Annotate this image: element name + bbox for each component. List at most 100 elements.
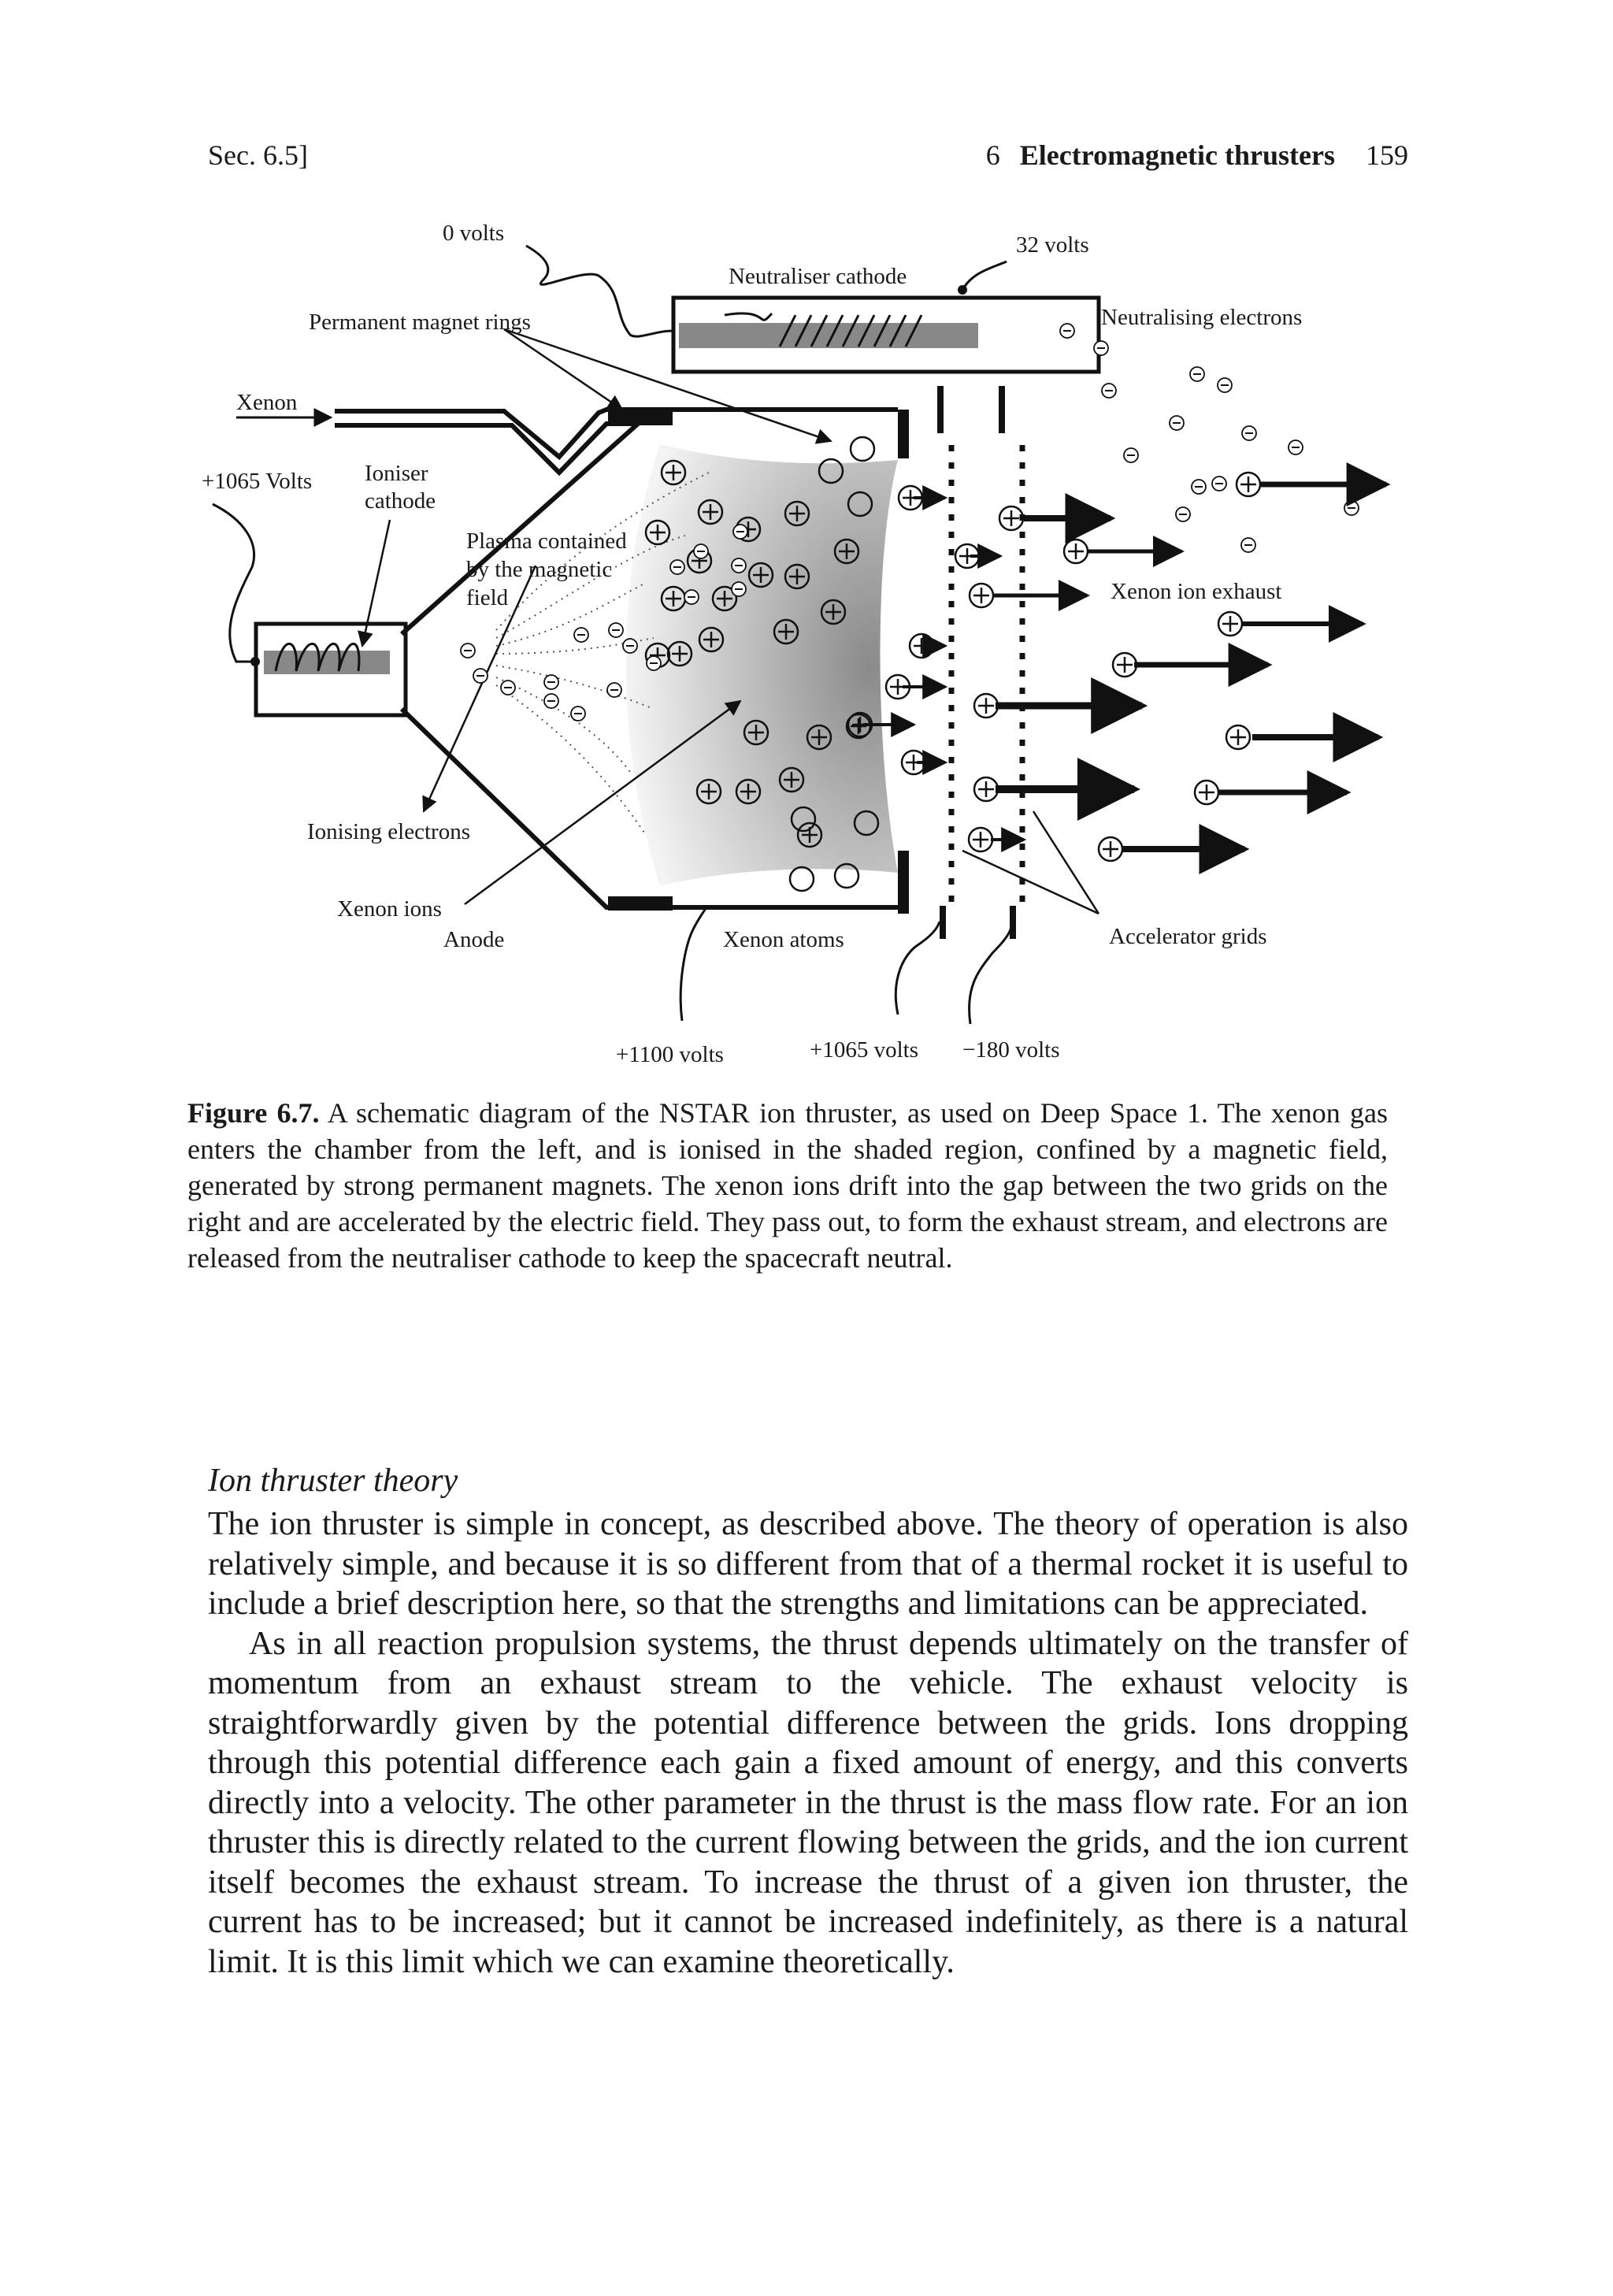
xenon-ion — [1097, 836, 1124, 862]
xenon-ion — [695, 778, 722, 805]
xenon-atom — [833, 862, 860, 889]
xenon-ion — [1111, 651, 1138, 678]
electron — [684, 589, 699, 605]
chapter-title: Electromagnetic thrusters — [1019, 139, 1335, 171]
electron — [460, 643, 476, 658]
xenon-atom — [788, 866, 815, 892]
xenon-ion — [820, 599, 847, 625]
magnet-ring-bottom — [608, 896, 673, 911]
xenon-ion — [660, 459, 687, 486]
electron — [693, 543, 709, 559]
electron — [1169, 415, 1185, 431]
paragraph-2: As in all reaction propulsion systems, t… — [208, 1625, 1408, 1980]
xenon-ion — [1217, 610, 1244, 637]
electron — [606, 682, 622, 698]
electron — [1123, 447, 1139, 463]
electron — [731, 581, 747, 597]
xenon-ion — [784, 500, 810, 527]
electron — [543, 674, 559, 690]
electron — [732, 524, 748, 540]
page-number: 159 — [1366, 139, 1408, 171]
particles — [460, 323, 1391, 892]
electron — [570, 706, 586, 721]
xenon-ion — [1225, 724, 1251, 751]
anode-plate-bottom — [898, 851, 909, 914]
caption-text: A schematic diagram of the NSTAR ion thr… — [187, 1097, 1388, 1274]
xenon-ion — [1062, 538, 1089, 565]
label-xenon: Xenon — [236, 390, 298, 415]
label-xenon-atoms: Xenon atoms — [723, 927, 844, 952]
xenon-atom — [818, 458, 844, 484]
xenon-ion — [968, 582, 995, 609]
magnet-ring-top — [608, 411, 673, 425]
body-text: The ion thruster is simple in concept, a… — [208, 1504, 1408, 1982]
electron — [669, 559, 685, 575]
xenon-ion — [1193, 779, 1220, 806]
xenon-ion — [967, 826, 994, 853]
xenon-ion — [973, 692, 999, 719]
xenon-ion — [697, 499, 724, 525]
xenon-atom — [790, 806, 817, 833]
xenon-atom — [849, 436, 876, 462]
plasma-region — [625, 444, 898, 886]
xenon-ion — [784, 563, 810, 590]
section-reference: Sec. 6.5] — [208, 139, 308, 171]
xenon-ion — [666, 640, 693, 667]
electron — [1191, 479, 1207, 495]
field-lines — [495, 472, 710, 836]
xenon-ion — [711, 585, 738, 612]
xenon-ion — [833, 538, 860, 565]
paragraph-1: The ion thruster is simple in concept, a… — [208, 1506, 1408, 1622]
electron — [1211, 476, 1227, 491]
electron — [1101, 383, 1117, 399]
accelerator-grids — [937, 386, 1025, 939]
label-ioniser: Ioniser — [365, 461, 428, 486]
header-right: 6 Electromagnetic thrusters 159 — [986, 139, 1408, 172]
electron — [1189, 366, 1205, 382]
label-accelerator-grids: Accelerator grids — [1109, 924, 1266, 949]
electron — [608, 622, 624, 638]
label-plus-1065-volts-bottom: +1065 volts — [810, 1037, 918, 1063]
xenon-ion — [998, 505, 1025, 532]
section-title: Ion thruster theory — [208, 1463, 458, 1499]
electron — [1217, 377, 1233, 393]
electron — [622, 638, 638, 654]
label-neutralising-electrons: Neutralising electrons — [1101, 305, 1302, 330]
caption-label: Figure 6.7. — [187, 1097, 320, 1129]
electron — [473, 668, 488, 684]
electron — [1093, 340, 1109, 356]
figure-caption: Figure 6.7. A schematic diagram of the N… — [187, 1095, 1388, 1276]
electron — [1241, 425, 1257, 441]
electron — [1240, 537, 1256, 553]
anode-plate-top — [898, 410, 909, 458]
xenon-ion — [778, 766, 805, 793]
electron — [500, 680, 516, 695]
label-neutraliser-cathode: Neutraliser cathode — [729, 264, 907, 289]
label-plasma-line3: field — [466, 585, 509, 610]
xenon-ion — [973, 776, 999, 803]
label-minus-180-volts: −180 volts — [962, 1037, 1060, 1063]
label-permanent-magnet-rings: Permanent magnet rings — [309, 310, 531, 335]
xenon-ion — [735, 778, 762, 805]
electron — [1288, 440, 1303, 455]
running-header: Sec. 6.5] 6 Electromagnetic thrusters 15… — [208, 139, 1408, 186]
label-xenon-ions: Xenon ions — [337, 896, 442, 922]
label-cathode: cathode — [365, 488, 436, 514]
xenon-atom — [853, 810, 880, 836]
xenon-ion — [773, 618, 799, 645]
electron — [1059, 323, 1075, 339]
label-32-volts: 32 volts — [1016, 232, 1089, 258]
xenon-atom — [847, 491, 873, 517]
electron — [543, 693, 559, 709]
electron — [573, 627, 589, 643]
label-plasma-line1: Plasma contained — [466, 529, 627, 554]
label-anode: Anode — [443, 927, 504, 952]
electron — [1344, 500, 1359, 516]
ion-thruster-diagram: 0 volts Neutraliser cathode 32 volts Per… — [202, 221, 1391, 1067]
section-mark: 6 — [985, 139, 1000, 171]
leader-lines — [358, 328, 1100, 915]
electron — [1175, 506, 1191, 522]
label-plasma-line2: by the magnetic — [466, 557, 612, 582]
xenon-ion — [743, 719, 769, 746]
ioniser-cathode — [250, 642, 390, 674]
